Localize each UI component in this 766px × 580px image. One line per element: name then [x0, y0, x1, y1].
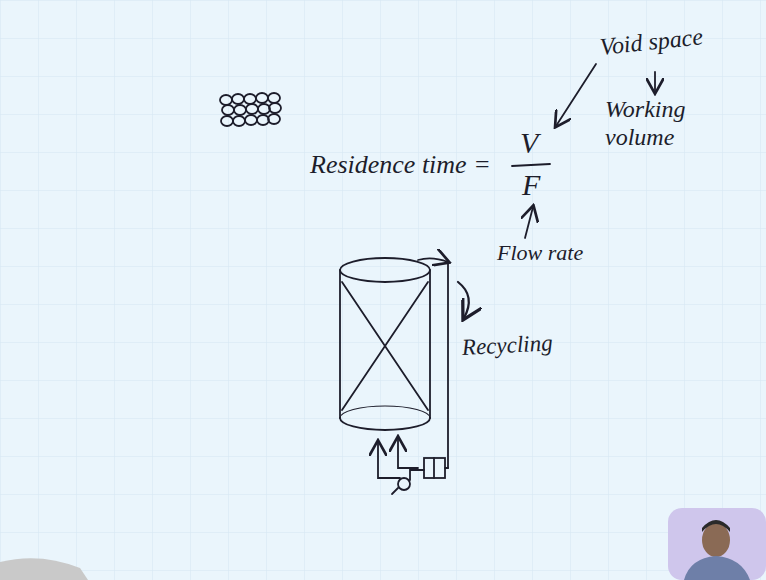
annotation-text: Flow rate [497, 240, 583, 265]
leader-arrow [556, 64, 596, 126]
leader-arrow [525, 207, 533, 238]
equation-text: Residence time = [310, 150, 491, 180]
packed-column [340, 258, 430, 430]
recycle-loop [378, 258, 469, 494]
numerator-symbol: V [520, 126, 538, 161]
annotation-text: Working volume [605, 96, 717, 151]
lecturer-inset [668, 508, 766, 580]
logo-corner [0, 558, 88, 580]
annotation-text: Recycling [461, 330, 553, 361]
annotation-text: Void space [599, 23, 705, 61]
fraction-bar [512, 164, 550, 166]
denominator-symbol: F [522, 168, 540, 203]
leader-arrow [654, 72, 656, 92]
packed-beads [220, 93, 281, 126]
